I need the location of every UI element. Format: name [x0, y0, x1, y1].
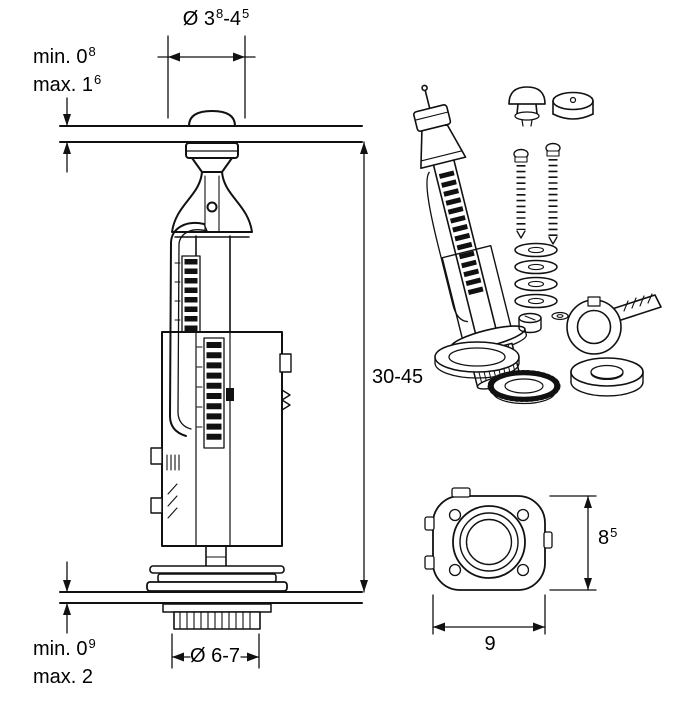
mounting-screw [513, 148, 529, 239]
outlet-bottom-view [424, 487, 553, 591]
superscript: 6 [94, 72, 102, 87]
label-wall-top-max: max. 16 [33, 72, 102, 97]
actuating-rod [169, 222, 208, 437]
label-wall-top-max-text: max. 1 [33, 74, 94, 96]
flush-valve-side-view [146, 110, 292, 630]
mounting-wrench [566, 293, 662, 355]
label-wall-bottom-max: max. 2 [33, 666, 94, 689]
upper-adjustment-scale [174, 255, 201, 335]
tank-wall-bottom [59, 591, 363, 604]
superscript: 9 [88, 636, 96, 651]
seal-plug [518, 311, 569, 334]
label-wall-top-min: min. 08 [33, 44, 96, 69]
cover-cap [552, 91, 594, 120]
height-dimension [360, 141, 368, 593]
mounting-screw [545, 142, 561, 245]
label-wall-top-min-text: min. 0 [33, 46, 88, 68]
bottom-diameter-dimension [171, 633, 260, 669]
label-outlet-height-text: 8 [598, 527, 610, 549]
base-flange [146, 565, 288, 592]
label-outlet-height: 85 [598, 525, 618, 550]
superscript: 8 [88, 44, 96, 59]
top-diameter-dimension [157, 35, 256, 119]
label-outlet-width: 9 [484, 633, 496, 655]
label-wall-bottom-min-text: min. 0 [33, 638, 88, 660]
push-button [508, 86, 546, 127]
label-bottom-diameter: Ø 6-7 [189, 645, 241, 667]
washer-stack [514, 242, 558, 309]
superscript: 8 [215, 6, 224, 21]
label-top-diameter-text: Ø 3 [182, 8, 215, 30]
outlet-width-dimension [432, 594, 546, 635]
lock-nut [487, 370, 561, 405]
superscript: 5 [610, 525, 618, 540]
outlet-nut [162, 603, 272, 630]
label-wall-bottom-min: min. 09 [33, 636, 96, 661]
actuator-dome [188, 110, 236, 127]
label-top-diameter: Ø 38-45 [170, 6, 262, 31]
exploded-parts-view [413, 84, 662, 405]
label-wall-bottom-max-text: max. 2 [33, 666, 94, 688]
label-height-range: 30-45 [372, 366, 424, 388]
flat-gasket [434, 341, 520, 379]
wall-thickness-top-dimension [63, 97, 71, 173]
adjustment-clip [226, 388, 234, 401]
superscript: 5 [242, 6, 250, 21]
foam-seal-ring [570, 357, 644, 397]
outlet-height-dimension [549, 495, 597, 591]
tank-wall-top [59, 125, 363, 143]
lower-adjustment-scale [196, 337, 225, 449]
wall-thickness-bottom-dimension [63, 561, 71, 634]
label-top-diameter-text: -4 [223, 8, 242, 30]
